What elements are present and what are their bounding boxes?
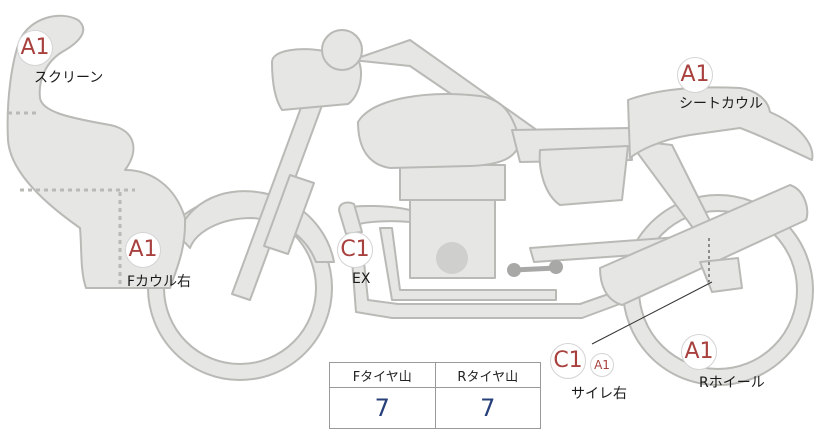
rear-wheel-grade-badge: A1 [681, 334, 717, 370]
front-tire-tread-value: 7 [329, 387, 436, 429]
rear-tire-tread-header: Rタイヤ山 [434, 362, 541, 388]
screen-grade-badge: A1 [17, 30, 53, 66]
engine [399, 164, 506, 201]
exhaust-grade-badge: C1 [337, 232, 373, 268]
front-cowl [6, 14, 187, 289]
front-cowl-right-grade-badge: A1 [125, 232, 161, 268]
exhaust-label: EX [352, 271, 371, 287]
front-cowl-right-label: Fカウル右 [127, 274, 192, 290]
muffler [599, 184, 809, 306]
rear-wheel-label: Rホイール [699, 375, 765, 391]
rear-tire-tread-value: 7 [434, 387, 541, 429]
muffler-right-grade-badge: C1 [550, 343, 586, 379]
tire-tread-table: Fタイヤ山 Rタイヤ山 7 7 [329, 362, 541, 429]
footpeg [507, 260, 563, 277]
seat-cowl-grade-badge: A1 [677, 57, 713, 93]
screen-label: スクリーン [34, 70, 104, 86]
muffler-right-label: サイレ右 [571, 386, 627, 402]
front-tire-tread-header: Fタイヤ山 [329, 362, 436, 388]
leader-line [591, 281, 713, 345]
muffler-right-secondary-grade-badge: A1 [590, 353, 614, 377]
seat-cowl-label: シートカウル [679, 96, 763, 112]
seat-cowl [627, 86, 814, 161]
fuel-tank [357, 93, 521, 169]
